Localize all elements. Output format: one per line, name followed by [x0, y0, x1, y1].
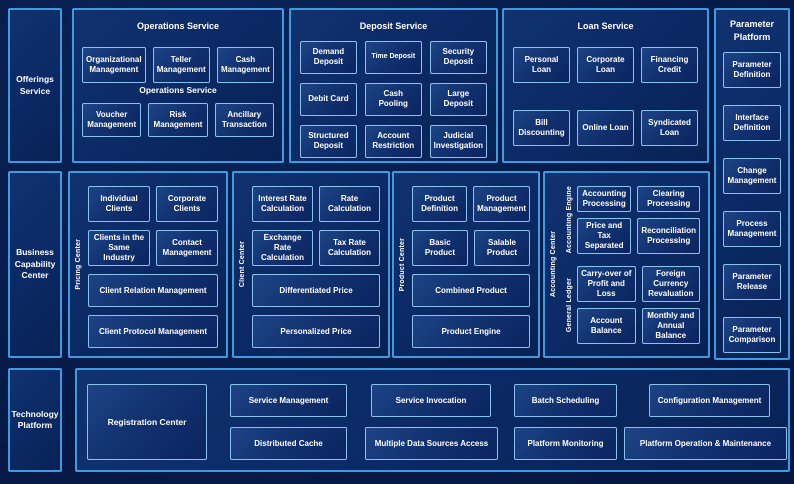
box-monthly-annual-balance: Monthly and Annual Balance	[641, 308, 700, 344]
general-ledger-label: General Ledger	[565, 277, 573, 333]
box-large-deposit: Large Deposit	[429, 82, 487, 116]
box-cash-pooling: Cash Pooling	[364, 82, 422, 116]
box-interface-definition: Interface Definition	[723, 105, 781, 142]
offerings-service-label: Offerings Service	[8, 8, 62, 163]
box-security-deposit: Security Deposit	[429, 40, 487, 74]
box-accounting-processing: Accounting Processing	[577, 186, 632, 212]
technology-platform-text: Technology Platform	[11, 408, 59, 430]
operations-service-panel: Operations Service Organizational Manage…	[72, 8, 284, 163]
box-multiple-data-sources-access: Multiple Data Sources Access	[365, 427, 498, 460]
box-product-engine: Product Engine	[412, 315, 530, 348]
box-batch-scheduling: Batch Scheduling	[514, 384, 617, 417]
box-basic-product: Basic Product	[412, 230, 468, 266]
product-center-label: Product Center	[398, 237, 406, 292]
box-syndicated-loan: Syndicated Loan	[641, 109, 698, 146]
box-corporate-loan: Corporate Loan	[577, 46, 634, 83]
parameter-platform-title: Parameter Platform	[729, 19, 775, 42]
box-parameter-comparison: Parameter Comparison	[723, 317, 781, 354]
technology-platform-panel: Registration Center Service Management D…	[75, 368, 790, 472]
box-risk-management: Risk Management	[148, 102, 208, 137]
box-cash-management: Cash Management	[216, 46, 274, 83]
box-demand-deposit: Demand Deposit	[300, 40, 357, 74]
client-center-panel: Client Center Interest Rate Calculation …	[232, 171, 390, 358]
technology-platform-label: Technology Platform	[8, 368, 62, 472]
box-parameter-definition: Parameter Definition	[723, 52, 781, 89]
box-parameter-release: Parameter Release	[723, 264, 781, 301]
deposit-service-title: Deposit Service	[359, 21, 428, 31]
box-platform-monitoring: Platform Monitoring	[514, 427, 617, 460]
general-ledger-group: General Ledger Carry-over of Profit and …	[561, 266, 700, 344]
box-reconciliation-processing: Reconciliation Processing	[637, 218, 700, 254]
box-distributed-cache: Distributed Cache	[230, 427, 347, 460]
box-tax-rate-calculation: Tax Rate Calculation	[319, 230, 380, 266]
pricing-center-panel: Pricing Center Individual Clients Corpor…	[68, 171, 228, 358]
box-combined-product: Combined Product	[412, 274, 530, 307]
box-client-protocol-management: Client Protocol Management	[88, 315, 218, 348]
box-exchange-rate-calculation: Exchange Rate Calculation	[252, 230, 313, 266]
operations-service-watermark: Operations Service	[139, 84, 217, 95]
box-ancillary-transaction: Ancillary Transaction	[214, 102, 274, 137]
parameter-platform-panel: Parameter Platform Parameter Definition …	[714, 8, 790, 360]
box-contact-management: Contact Management	[156, 230, 218, 266]
box-registration-center: Registration Center	[87, 384, 207, 460]
business-capability-center-text: Business Capability Center	[14, 247, 56, 281]
deposit-service-panel: Deposit Service Demand Deposit Time Depo…	[289, 8, 498, 163]
box-salable-product: Salable Product	[474, 230, 530, 266]
box-corporate-clients: Corporate Clients	[156, 186, 218, 222]
loan-service-title: Loan Service	[577, 21, 634, 31]
business-capability-center-label: Business Capability Center	[8, 171, 62, 358]
box-teller-management: Teller Management	[152, 46, 210, 83]
product-center-panel: Product Center Product Definition Produc…	[392, 171, 540, 358]
accounting-engine-group: Accounting Engine Accounting Processing …	[561, 186, 700, 254]
loan-service-panel: Loan Service Personal Loan Corporate Loa…	[502, 8, 709, 163]
pricing-center-label: Pricing Center	[74, 239, 82, 290]
box-financing-credit: Financing Credit	[641, 46, 698, 83]
box-differentiated-price: Differentiated Price	[252, 274, 380, 307]
accounting-engine-label: Accounting Engine	[565, 186, 573, 254]
accounting-center-label: Accounting Center	[549, 231, 557, 298]
box-product-management: Product Management	[473, 186, 530, 222]
box-time-deposit: Time Deposit	[364, 40, 422, 74]
box-platform-operation-maintenance: Platform Operation & Maintenance	[624, 427, 787, 460]
box-personal-loan: Personal Loan	[513, 46, 570, 83]
box-organizational-management: Organizational Management	[82, 46, 146, 83]
box-configuration-management: Configuration Management	[649, 384, 770, 417]
box-account-balance: Account Balance	[577, 308, 636, 344]
box-service-management: Service Management	[230, 384, 347, 417]
box-online-loan: Online Loan	[577, 109, 634, 146]
box-debit-card: Debit Card	[300, 82, 357, 116]
operations-service-title: Operations Service	[136, 21, 220, 31]
box-clients-same-industry: Clients in the Same Industry	[88, 230, 150, 266]
box-client-relation-management: Client Relation Management	[88, 274, 218, 307]
offerings-service-text: Offerings Service	[16, 74, 54, 96]
box-carry-over-profit-loss: Carry-over of Profit and Loss	[577, 266, 636, 302]
box-clearing-processing: Clearing Processing	[637, 186, 700, 212]
box-product-definition: Product Definition	[412, 186, 468, 222]
box-individual-clients: Individual Clients	[88, 186, 150, 222]
box-account-restriction: Account Restriction	[364, 124, 422, 158]
box-interest-rate-calculation: Interest Rate Calculation	[252, 186, 313, 222]
box-bill-discounting: Bill Discounting	[513, 109, 570, 146]
box-personalized-price: Personalized Price	[252, 315, 380, 348]
box-price-and-tax-separated: Price and Tax Separated	[577, 218, 632, 254]
box-voucher-management: Voucher Management	[82, 102, 142, 137]
box-process-management: Process Management	[723, 211, 781, 248]
accounting-center-panel: Accounting Center Accounting Engine Acco…	[543, 171, 710, 358]
client-center-label: Client Center	[238, 241, 246, 288]
box-change-management: Change Management	[723, 158, 781, 195]
box-rate-calculation: Rate Calculation	[319, 186, 380, 222]
box-structured-deposit: Structured Deposit	[300, 124, 357, 158]
box-foreign-currency-revaluation: Foreign Currency Revaluation	[641, 266, 700, 302]
box-service-invocation: Service Invocation	[371, 384, 491, 417]
box-judicial-investigation: Judicial Investigation	[429, 124, 487, 158]
